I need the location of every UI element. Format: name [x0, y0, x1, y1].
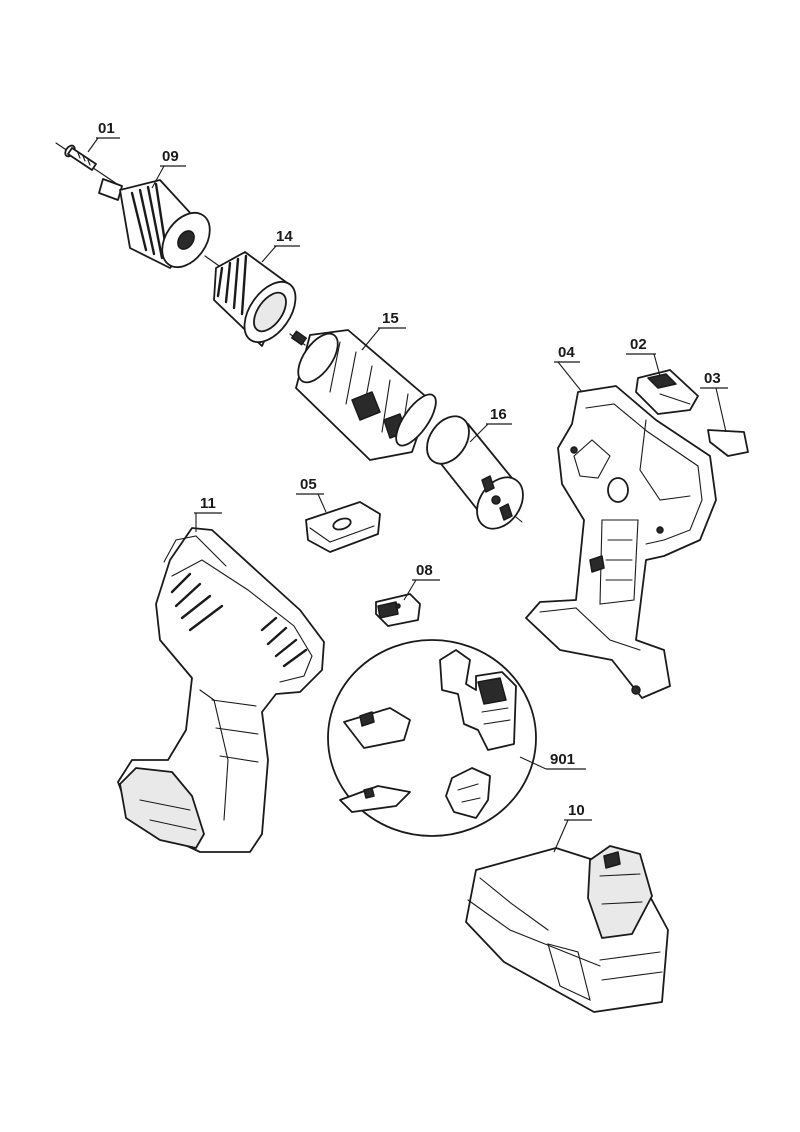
part-16-motor	[426, 415, 524, 530]
part-02-clip	[635, 369, 699, 415]
label-02: 02	[630, 336, 647, 353]
label-16: 16	[490, 406, 507, 423]
label-10: 10	[568, 802, 585, 819]
label-901: 901	[550, 751, 575, 768]
part-15-gearbox	[291, 329, 437, 461]
label-leaders	[87, 137, 727, 853]
part-03-plate	[707, 429, 749, 457]
part-01-screw	[64, 144, 97, 171]
part-14-sleeve	[213, 251, 297, 347]
part-05-switch-cover	[305, 501, 381, 553]
part-901-switch-group	[327, 639, 537, 837]
label-01: 01	[98, 120, 115, 137]
label-09: 09	[162, 148, 179, 165]
part-labels: 01 09 14 15 16 04 02 03 05 11 08 901 10	[96, 120, 728, 821]
part-04-housing-half	[525, 385, 717, 699]
label-05: 05	[300, 476, 317, 493]
part-11-housing-half	[117, 527, 325, 853]
label-11: 11	[200, 495, 216, 512]
label-08: 08	[416, 562, 433, 579]
part-09-chuck	[98, 178, 211, 269]
label-04: 04	[558, 344, 575, 361]
part-08-slider	[375, 593, 421, 627]
part-10-battery	[465, 845, 669, 1013]
label-03: 03	[704, 370, 721, 387]
label-15: 15	[382, 310, 399, 327]
label-14: 14	[276, 228, 293, 245]
